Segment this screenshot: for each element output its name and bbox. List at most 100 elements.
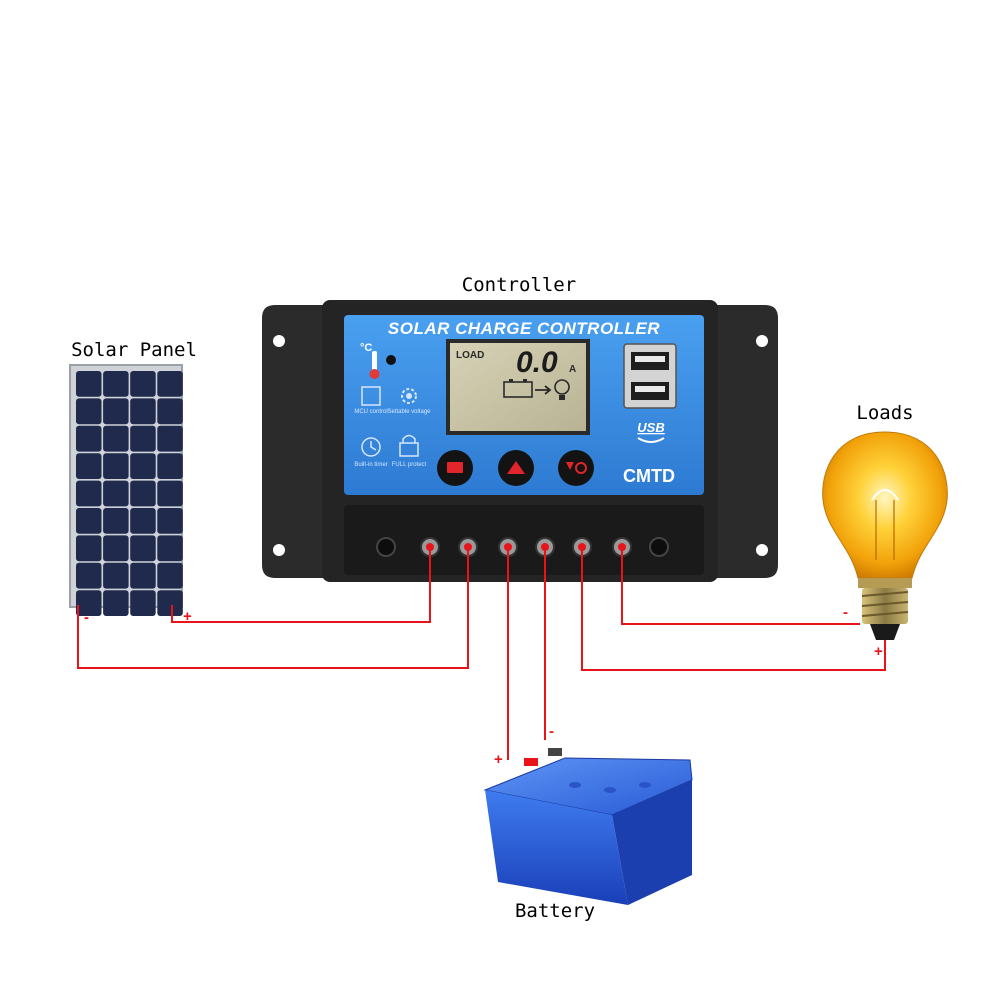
battery-terminal-positive — [524, 758, 538, 766]
lcd-unit: A — [569, 364, 576, 375]
solar-cell — [103, 480, 129, 507]
controller-title: SOLAR CHARGE CONTROLLER — [388, 319, 660, 338]
wire-panel-positive — [171, 549, 431, 623]
solar-cell — [157, 590, 183, 616]
terminal-wire-end — [541, 543, 549, 551]
feature-label: FULL protect — [392, 462, 427, 468]
solar-cell — [130, 425, 156, 452]
solar-cell — [130, 535, 156, 562]
solar-cell — [103, 398, 129, 425]
battery — [483, 748, 693, 905]
right-flange — [702, 305, 778, 578]
battery-icon — [503, 379, 533, 398]
solar-cell — [103, 535, 129, 562]
solar-cell — [157, 535, 183, 562]
solar-cell — [157, 425, 183, 452]
solar-cell — [157, 508, 183, 534]
solar-cell — [76, 508, 102, 534]
controller-label: Controller — [462, 274, 576, 296]
charge-controller: SOLAR CHARGE CONTROLLER °C MCU control S… — [262, 300, 778, 582]
solar-cell — [130, 508, 156, 534]
solar-cell — [103, 453, 129, 479]
solar-cell — [157, 398, 183, 425]
solar-cell — [157, 453, 183, 479]
down-power-button[interactable] — [558, 450, 594, 486]
terminal-cover — [649, 537, 669, 557]
battery-positive-sign: + — [494, 751, 503, 768]
solar-cell — [157, 371, 183, 397]
feature-label: Settable voltage — [387, 409, 431, 415]
solar-cell — [76, 480, 102, 507]
lightbulb-icon — [554, 379, 570, 400]
solar-cell — [76, 453, 102, 479]
terminal-cover — [376, 537, 396, 557]
solar-cell — [76, 590, 102, 616]
load-negative-sign: - — [843, 604, 848, 621]
solar-cell — [130, 562, 156, 589]
panel-negative-sign: - — [84, 609, 89, 626]
menu-button[interactable] — [437, 450, 473, 486]
lcd-reading: 0.0 — [516, 346, 558, 379]
solar-cell — [103, 590, 129, 616]
terminal-wire-end — [504, 543, 512, 551]
terminal-strip — [344, 505, 704, 575]
battery-negative-sign: - — [549, 723, 554, 740]
solar-cell — [76, 535, 102, 562]
lcd-load-label: LOAD — [456, 350, 484, 361]
temp-unit-label: °C — [360, 342, 372, 354]
usb-ports: USB — [623, 343, 677, 443]
solar-cell — [76, 398, 102, 425]
usb-label: USB — [637, 420, 664, 435]
battery-label: Battery — [515, 900, 595, 922]
protection-lock-icon: FULL protect — [392, 434, 427, 468]
brand-label: CMTD — [623, 466, 675, 486]
solar-panel-label: Solar Panel — [71, 339, 197, 361]
mount-hole — [273, 544, 285, 556]
timer-clock-icon: Built-in timer — [354, 437, 388, 468]
solar-cell — [130, 480, 156, 507]
solar-cell — [103, 371, 129, 397]
load-positive-sign: + — [874, 643, 883, 660]
mount-hole — [756, 544, 768, 556]
wire-load-negative — [621, 549, 860, 625]
panel-positive-sign: + — [183, 608, 192, 625]
feature-label: Built-in timer — [354, 462, 387, 468]
mount-hole — [756, 335, 768, 347]
solar-cell — [157, 480, 183, 507]
solar-cell-grid — [76, 371, 183, 616]
solar-cell — [130, 371, 156, 397]
solar-cell — [157, 562, 183, 589]
settable-voltage-gear-icon: Settable voltage — [387, 388, 431, 415]
mount-hole — [273, 335, 285, 347]
solar-panel — [69, 364, 183, 616]
terminal-wire-end — [426, 543, 434, 551]
light-bulb — [822, 431, 948, 640]
solar-cell — [130, 590, 156, 616]
terminal-wire-end — [578, 543, 586, 551]
loads-label: Loads — [856, 402, 913, 424]
left-flange — [262, 305, 338, 578]
terminal-wire-end — [618, 543, 626, 551]
solar-cell — [103, 508, 129, 534]
battery-terminal-negative — [548, 748, 562, 756]
up-button[interactable] — [498, 450, 534, 486]
thermometer-icon: °C — [360, 342, 396, 379]
lcd-display: LOAD 0.0 A — [446, 339, 590, 435]
usb-icon — [637, 437, 665, 443]
mcu-control-icon: MCU control — [354, 386, 388, 415]
terminal-wire-end — [464, 543, 472, 551]
wire-panel-negative — [77, 549, 469, 669]
solar-cell — [103, 562, 129, 589]
solar-cell — [130, 453, 156, 479]
solar-cell — [76, 425, 102, 452]
feature-label: MCU control — [354, 409, 387, 415]
solar-cell — [76, 371, 102, 397]
solar-cell — [130, 398, 156, 425]
solar-cell — [76, 562, 102, 589]
solar-cell — [103, 425, 129, 452]
wires — [77, 549, 886, 760]
arrow-icon — [535, 385, 552, 395]
wire-load-positive — [581, 549, 886, 671]
